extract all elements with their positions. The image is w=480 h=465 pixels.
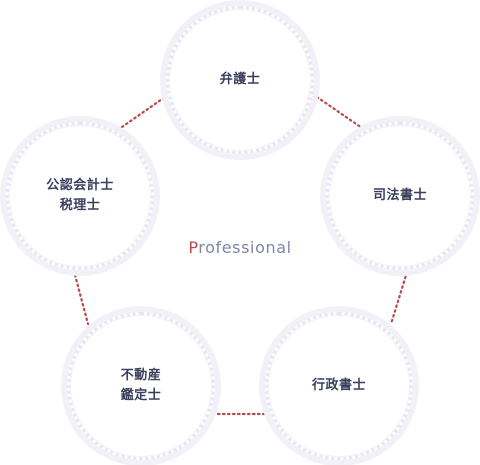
center-title-accent-letter: P [188,238,199,257]
node-judicial-scrivener: 司法書士 [326,122,474,270]
node-judicial-scrivener-label: 司法書士 [372,188,427,203]
node-administrative-scrivener-label: 行政書士 [311,378,366,393]
connector-accountant-lawyer [120,95,167,129]
connector-scrivener-admin [389,270,409,326]
node-accountant-tax-accountant-label: 公認会計士 税理士 [46,178,114,213]
node-lawyer-label: 弁護士 [219,72,261,87]
connector-realestate-accountant [73,273,90,326]
connector-lawyer-scrivener [315,95,364,130]
center-title: Professional [0,238,480,257]
node-accountant-tax-accountant: 公認会計士 税理士 [6,122,154,270]
node-real-estate-appraiser-label: 不動産 鑑定士 [120,368,162,403]
node-lawyer: 弁護士 [166,6,314,154]
node-real-estate-appraiser: 不動産 鑑定士 [67,312,215,460]
node-administrative-scrivener: 行政書士 [265,312,413,460]
center-title-rest: rofessional [198,238,292,257]
